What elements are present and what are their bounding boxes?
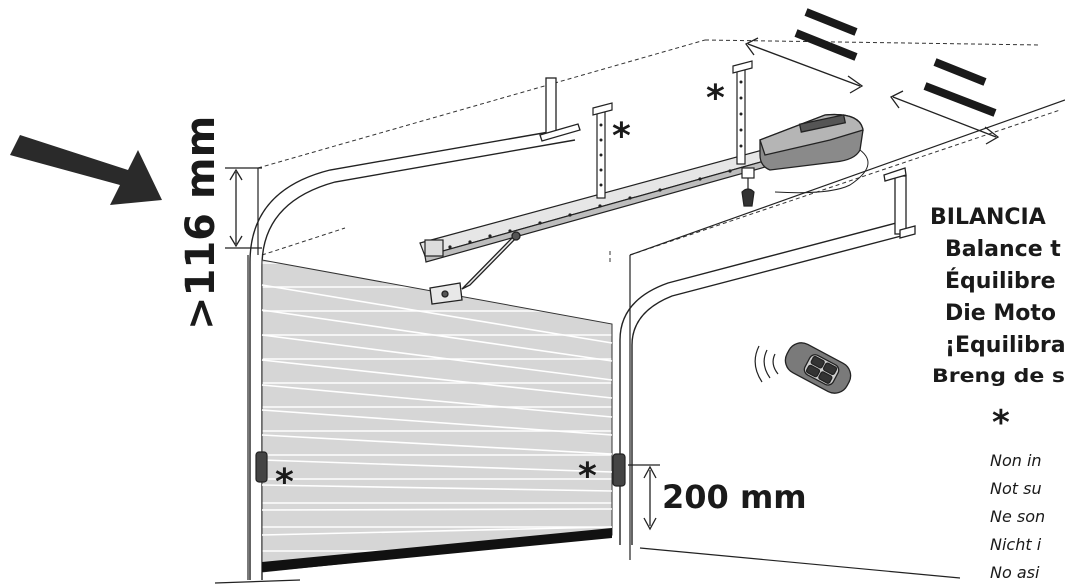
door-arm — [429, 231, 521, 305]
balance-line-fr: Équilibre — [945, 268, 1056, 294]
footnote-line-fr: Ne son — [990, 507, 1045, 526]
sensor-height-dimension — [628, 464, 660, 531]
asterisk-hanger-left: * — [612, 116, 631, 157]
rail-hanger-left — [592, 102, 613, 199]
balance-line-nl: Breng de s — [932, 365, 1065, 387]
footnote-line-es: No asi — [990, 563, 1040, 582]
remote-control-icon — [784, 342, 852, 394]
left-ceiling-bracket — [539, 77, 581, 142]
power-cable — [774, 149, 869, 194]
footnote-text: Non in Not su Ne son Nicht i No asi — [990, 451, 1045, 582]
footnote-line-en: Not su — [990, 479, 1042, 498]
min-height-dimension — [225, 167, 262, 249]
sensor-height-label: 200 mm — [662, 478, 807, 516]
motor-unit-icon — [759, 113, 864, 171]
balance-line-es: ¡Equilibra — [945, 333, 1065, 358]
manual-release — [741, 167, 755, 207]
footnote-asterisk: * — [992, 403, 1010, 443]
clearance-arrows — [745, 37, 1000, 145]
room-edges — [214, 99, 1065, 584]
radio-waves-icon — [754, 345, 779, 383]
left-door-rail — [249, 127, 576, 580]
min-height-label: >116 mm — [178, 116, 224, 330]
sectional-door-panel — [261, 259, 613, 573]
footnote-line-de: Nicht i — [990, 535, 1042, 554]
asterisk-right-photocell: * — [578, 456, 597, 497]
balance-line-it: BILANCIA — [930, 205, 1046, 230]
asterisk-hanger-right: * — [706, 78, 725, 119]
balance-line-en: Balance t — [945, 237, 1061, 262]
right-ceiling-bracket — [883, 167, 916, 239]
photocell-icon — [255, 451, 626, 487]
motion-lines — [794, 8, 997, 117]
balance-line-de: Die Moto — [945, 301, 1056, 326]
asterisk-left-photocell: * — [275, 462, 294, 503]
direction-arrow-icon — [10, 135, 162, 205]
balance-notice: BILANCIA Balance t Équilibre Die Moto ¡E… — [930, 205, 1065, 387]
footnote-line-it: Non in — [990, 451, 1042, 470]
rail-hanger-right — [732, 60, 753, 165]
right-door-rail — [619, 221, 906, 545]
